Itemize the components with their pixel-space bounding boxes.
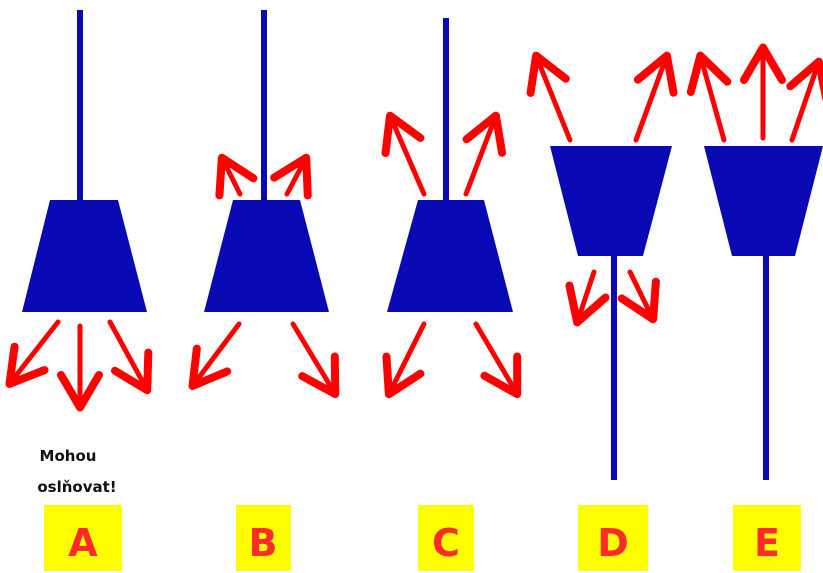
lamp-b-arrow-up-left	[215, 153, 258, 200]
lamp-d-shade	[550, 146, 672, 256]
label-d-box	[578, 505, 648, 571]
lamp-d-arrow-down-left	[565, 269, 610, 327]
lamp-d-arrow-down-right	[617, 269, 660, 324]
label-a-box	[44, 505, 122, 571]
label-e-box	[733, 505, 801, 571]
glare-note-line2: oslňovat!	[37, 478, 116, 496]
lamp-a-shade	[22, 200, 147, 312]
lamp-b-arrow-up-right	[270, 153, 312, 200]
label-a-text: A	[68, 521, 98, 565]
lamp-d-arrow-up-left	[526, 51, 573, 143]
lamp-c	[381, 18, 522, 399]
lamp-d	[526, 51, 678, 480]
lamp-b-arrow-down-right	[290, 321, 340, 399]
lamp-c-arrow-up-left	[381, 111, 427, 197]
label-a: A	[44, 505, 122, 571]
lamp-c-arrow-down-right	[473, 321, 522, 399]
label-c-text: C	[432, 521, 460, 565]
lamp-b	[188, 10, 340, 399]
label-b-text: B	[249, 521, 278, 565]
label-c-box	[418, 505, 474, 571]
label-e-text: E	[754, 521, 780, 565]
label-d: D	[578, 505, 648, 571]
label-c: C	[418, 505, 474, 571]
lamp-b-arrow-down-left	[188, 321, 242, 390]
lamp-a-arrow-down-right	[107, 319, 153, 395]
lamp-c-arrow-down-left	[382, 321, 427, 399]
lamp-a-arrow-down-left	[5, 319, 61, 388]
lamp-e-shade	[704, 146, 823, 256]
lamp-c-arrow-up-right	[462, 111, 507, 197]
label-b-box	[236, 505, 291, 571]
lamp-e-arrow-up-left	[686, 51, 732, 143]
lamp-d-arrow-up-right	[633, 51, 678, 143]
lamp-e	[686, 43, 823, 480]
label-d-text: D	[597, 521, 629, 565]
lamp-c-shade	[387, 200, 513, 312]
label-e: E	[733, 505, 801, 571]
label-b: B	[236, 505, 291, 571]
lamp-e-arrow-up-right	[786, 57, 823, 143]
lamp-a	[5, 10, 153, 412]
glare-note-line1: Mohou	[40, 447, 97, 465]
lamp-b-shade	[204, 200, 329, 312]
